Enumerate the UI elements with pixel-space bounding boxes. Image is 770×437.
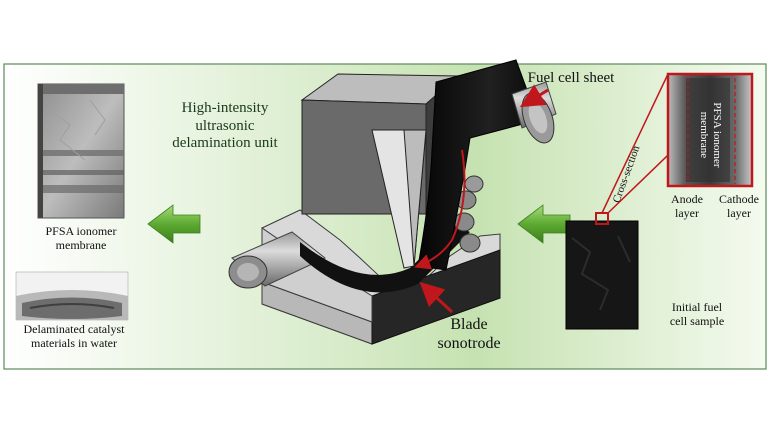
inset-membrane-label: PFSA ionomer membrane [698, 102, 723, 168]
anode-label: Anode layer [671, 192, 703, 221]
membrane-photo [37, 83, 125, 219]
initial-sample-label: Initial fuel cell sample [669, 300, 725, 329]
cathode-label: Cathode layer [719, 192, 759, 221]
blade-sonotrode-label: Blade sonotrode [437, 316, 501, 352]
catalyst-beaker-photo [15, 271, 129, 321]
initial-sample-photo [565, 212, 639, 330]
left-arrow-icon [147, 204, 201, 244]
membrane-label: PFSA ionomer membrane [45, 224, 117, 253]
zoom-line-left [601, 73, 669, 214]
delamination-machine [228, 59, 557, 345]
sheet-pointer-arrow [519, 84, 549, 108]
unit-label: High-intensity ultrasonic delamination u… [172, 100, 278, 152]
catalyst-label: Delaminated catalyst materials in water [23, 322, 125, 351]
cross-section-inset [666, 72, 754, 188]
blade-pointer-arrow [419, 281, 454, 314]
fuel-cell-sheet-label: Fuel cell sheet [527, 70, 615, 86]
